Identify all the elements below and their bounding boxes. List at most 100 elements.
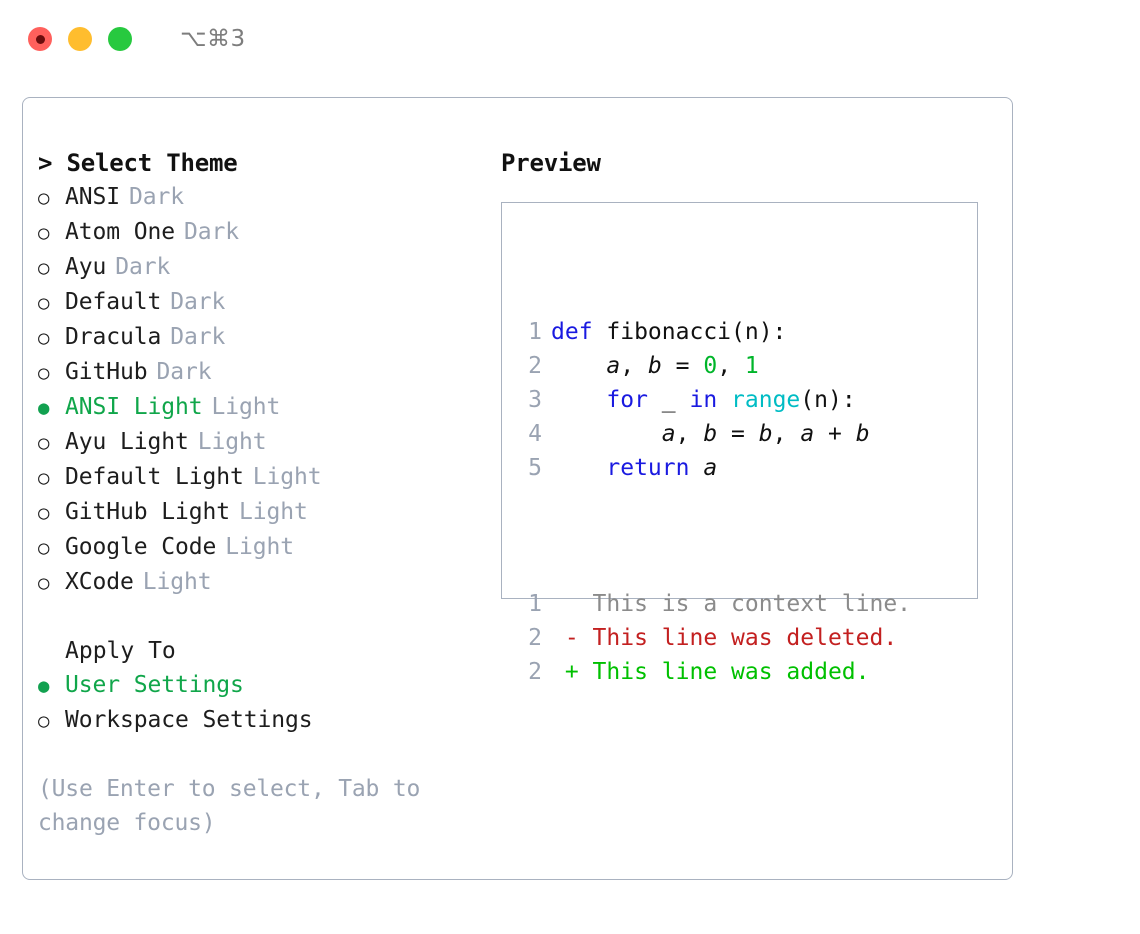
theme-option-label: GitHub <box>65 359 148 385</box>
title-bar: ⌥⌘3 <box>0 0 1140 78</box>
code-token-plain: = <box>717 421 759 447</box>
theme-option-kind: Dark <box>170 324 226 350</box>
code-line-number: 1 <box>528 319 542 345</box>
radio-unselected-icon: ○ <box>38 222 50 244</box>
theme-option-label: Default Light <box>65 464 244 490</box>
theme-option-kind: Dark <box>129 184 184 210</box>
code-line-number: 4 <box>528 421 542 447</box>
close-button[interactable] <box>28 27 52 51</box>
keyboard-hint: (Use Enter to select, Tab to change focu… <box>38 776 434 836</box>
code-token-plain <box>551 387 606 413</box>
code-token-plain <box>717 387 731 413</box>
theme-option-kind: Light <box>252 464 322 490</box>
theme-option-label: ANSI <box>65 184 120 210</box>
code-line-text: a, b = 0, 1 <box>551 349 758 383</box>
theme-option-kind: Dark <box>183 219 239 245</box>
minimize-button[interactable] <box>68 27 92 51</box>
theme-option-dracula[interactable]: ○ Dracula Dark <box>38 320 498 355</box>
code-token-plain: = <box>661 353 704 379</box>
theme-option-ayu[interactable]: ○ Ayu Dark <box>38 250 498 285</box>
radio-unselected-icon: ○ <box>38 257 50 279</box>
theme-option-label: Atom One <box>65 219 175 245</box>
code-line-text: def fibonacci(n): <box>551 315 786 349</box>
apply-to-option-workspace-settings[interactable]: ○Workspace Settings <box>38 703 498 738</box>
radio-unselected-icon: ○ <box>38 467 50 489</box>
theme-option-label: GitHub Light <box>65 499 230 525</box>
radio-unselected-icon: ○ <box>38 710 50 732</box>
code-token-kw: for <box>606 387 648 413</box>
theme-option-kind: Dark <box>115 254 171 280</box>
apply-to-list[interactable]: ● User Settings ○Workspace Settings <box>38 668 498 738</box>
diff-line: 2 - This line was deleted. <box>515 621 911 655</box>
apply-to-option-user-settings[interactable]: ● User Settings <box>38 668 498 703</box>
maximize-button[interactable] <box>108 27 132 51</box>
theme-option-kind: Dark <box>170 289 226 315</box>
theme-option-kind: Light <box>238 499 308 525</box>
diff-line-number: 1 <box>528 591 542 617</box>
apply-to-header: Apply To <box>65 638 176 664</box>
theme-option-label: Default <box>65 289 162 315</box>
theme-option-default-light[interactable]: ○ Default Light Light <box>38 460 498 495</box>
radio-unselected-icon: ○ <box>38 572 50 594</box>
code-token-var: a <box>703 455 718 481</box>
code-line-text: a, b = b, a + b <box>551 417 870 451</box>
code-line-number: 2 <box>528 353 542 379</box>
theme-option-atom-one[interactable]: ○ Atom One Dark <box>38 215 498 250</box>
diff-line-text-ctx: This is a context line. <box>551 591 912 617</box>
code-token-plain <box>551 455 606 481</box>
code-line: 4 a, b = b, a + b <box>515 417 911 451</box>
code-line-number: 5 <box>528 455 542 481</box>
radio-selected-icon: ● <box>38 675 50 697</box>
code-token-kw: def <box>551 319 593 345</box>
theme-option-label: Ayu Light <box>65 429 189 455</box>
code-token-plain: (n): <box>800 387 856 413</box>
select-theme-header: > Select Theme <box>38 149 238 177</box>
code-token-kw: in <box>689 387 718 413</box>
radio-unselected-icon: ○ <box>38 362 50 384</box>
code-line-number: 3 <box>528 387 542 413</box>
code-token-var: b <box>855 421 870 447</box>
code-line: 3 for _ in range(n): <box>515 383 911 417</box>
radio-unselected-icon: ○ <box>38 537 50 559</box>
theme-option-label: Dracula <box>65 324 162 350</box>
code-line-text: return a <box>551 451 717 485</box>
apply-to-option-label: User Settings <box>65 672 244 698</box>
theme-option-xcode[interactable]: ○ XCode Light <box>38 565 498 600</box>
code-token-plain: , <box>772 421 801 447</box>
radio-unselected-icon: ○ <box>38 187 50 209</box>
code-token-plain <box>689 455 703 481</box>
theme-option-kind: Light <box>142 569 212 595</box>
theme-option-kind: Light <box>197 429 267 455</box>
theme-option-kind: Light <box>225 534 294 560</box>
theme-option-label: Ayu <box>65 254 107 280</box>
code-line: 5 return a <box>515 451 911 485</box>
code-token-var: a <box>606 353 621 379</box>
code-token-plain: _ <box>647 387 690 413</box>
code-token-plain: , <box>717 353 745 379</box>
radio-unselected-icon: ○ <box>38 327 50 349</box>
theme-option-ayu-light[interactable]: ○ Ayu Light Light <box>38 425 498 460</box>
code-token-plain <box>551 421 662 447</box>
code-token-num: 0 <box>703 353 718 379</box>
diff-line-text-del: - This line was deleted. <box>551 625 898 651</box>
code-token-var: b <box>703 421 718 447</box>
code-token-plain: + <box>814 421 856 447</box>
apply-to-section: Apply To ● User Settings ○Workspace Settin… <box>38 634 498 738</box>
theme-option-ansi[interactable]: ○ ANSI Dark <box>38 180 498 215</box>
theme-option-label: XCode <box>65 569 134 595</box>
radio-selected-icon: ● <box>38 397 50 419</box>
code-token-var: a <box>661 421 676 447</box>
radio-unselected-icon: ○ <box>38 432 50 454</box>
